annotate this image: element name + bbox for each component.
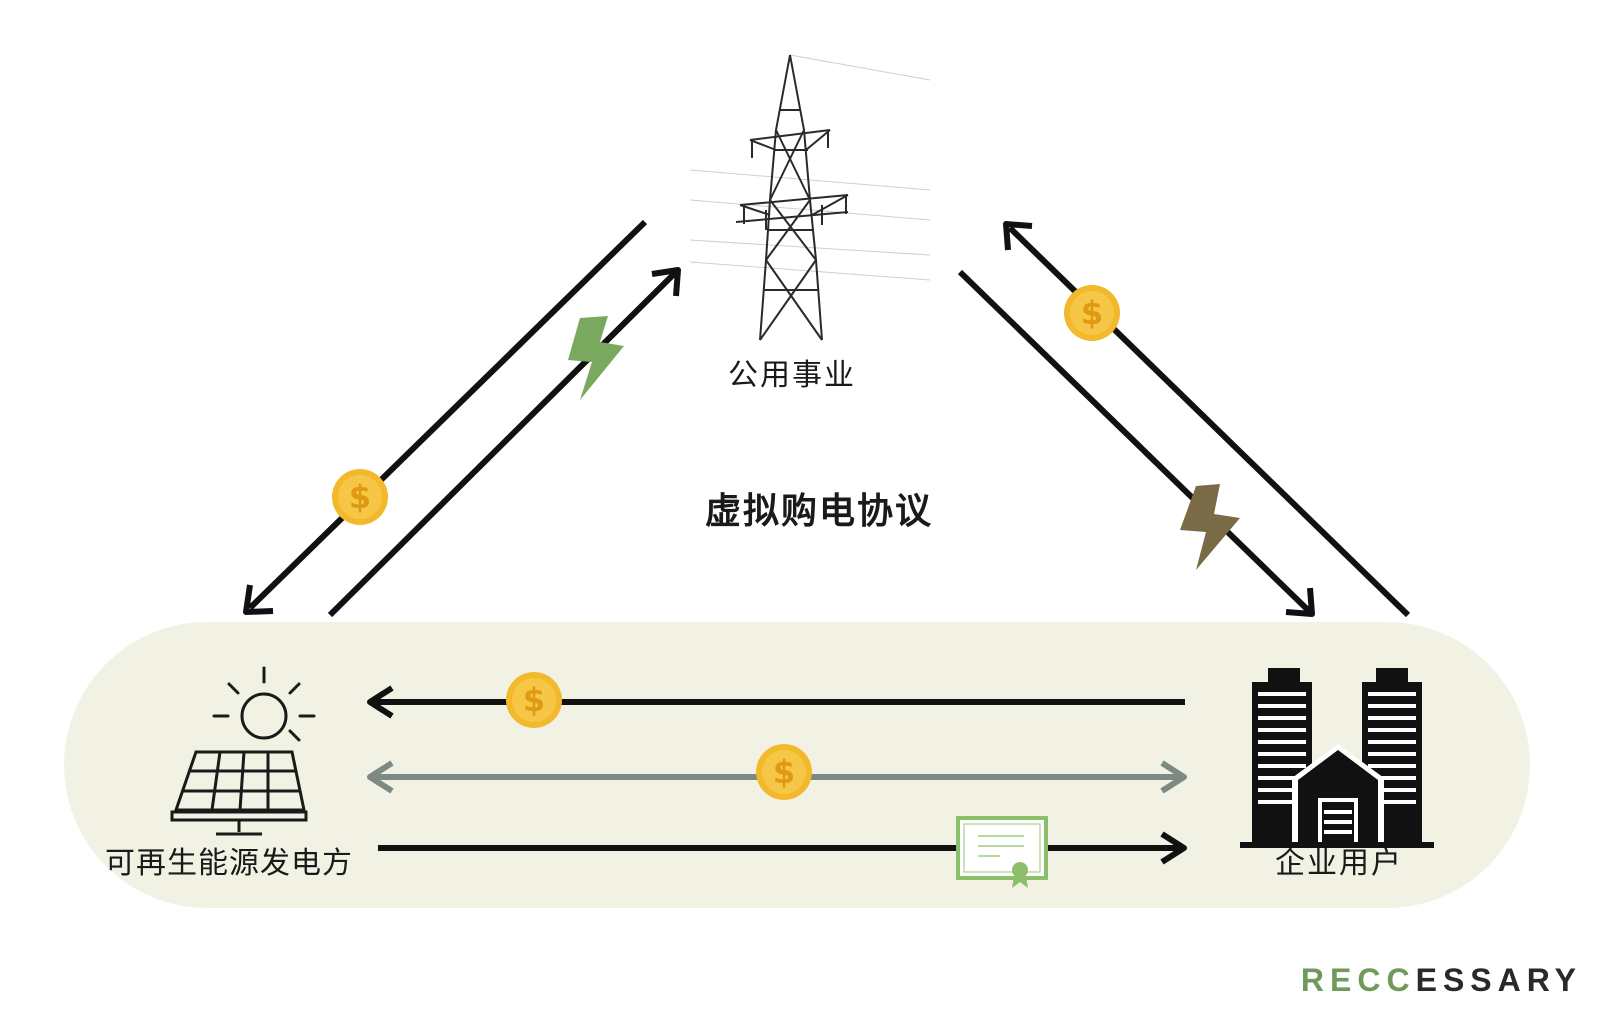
dollar-coin-icon [332,469,388,525]
dollar-coin-icon [1064,285,1120,341]
arrow-utility-to-corporate-power [957,269,1315,617]
dollar-coin-icon [756,744,812,800]
generator-label: 可再生能源发电方 [105,846,353,881]
brand-prefix: RECC [1300,962,1416,998]
corporate-label: 企业用户 [1275,846,1403,881]
office-buildings-icon [1240,668,1434,848]
dollar-coin-icon [506,672,562,728]
solar-panel-icon [170,666,316,836]
certificate-icon [956,816,1048,888]
brand-logo: RECCESSARY [1301,962,1582,999]
arrow-utility-to-generator-payment [243,219,648,615]
diagram-title: 虚拟购电协议 [705,491,934,532]
arrow-generator-to-utility-power [327,267,681,618]
utility-label: 公用事业 [728,358,856,393]
lightning-bolt-icon [1180,484,1240,570]
transmission-tower-icon [689,54,931,341]
lightning-bolt-icon [568,316,624,400]
brand-suffix: ESSARY [1415,962,1582,998]
